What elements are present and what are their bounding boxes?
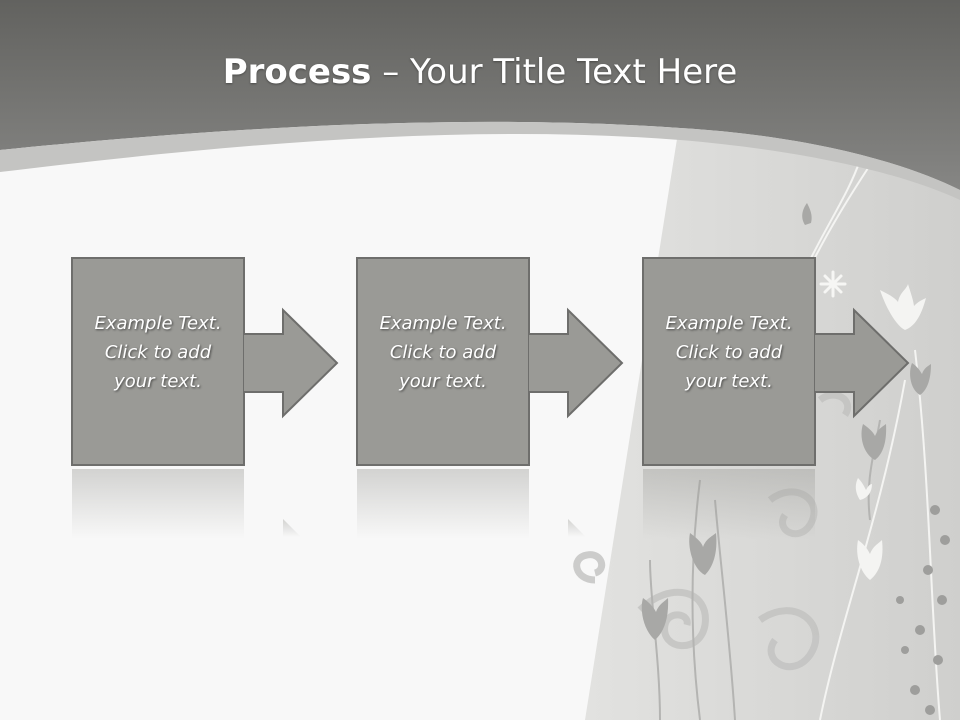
step-text-line: Example Text. bbox=[379, 313, 507, 334]
process-step-1[interactable]: Example Text. Click to add your text. bbox=[71, 257, 343, 467]
slide-title[interactable]: Process – Your Title Text Here bbox=[0, 52, 960, 92]
process-step-2[interactable]: Example Text. Click to add your text. bbox=[356, 257, 628, 467]
process-arrow-shape bbox=[642, 257, 910, 466]
step-text[interactable]: Example Text. Click to add your text. bbox=[646, 309, 812, 396]
title-rest: – Your Title Text Here bbox=[371, 52, 738, 92]
step-text[interactable]: Example Text. Click to add your text. bbox=[75, 309, 241, 396]
step-text-line: Click to add bbox=[675, 342, 783, 363]
step-text[interactable]: Example Text. Click to add your text. bbox=[360, 309, 526, 396]
process-arrow-shape bbox=[71, 257, 339, 466]
step-text-line: your text. bbox=[399, 371, 487, 392]
step-text-line: Example Text. bbox=[665, 313, 793, 334]
daisy-icon bbox=[819, 270, 847, 298]
process-step-3[interactable]: Example Text. Click to add your text. bbox=[642, 257, 914, 467]
process-arrow-shape bbox=[356, 257, 624, 466]
step-text-line: Example Text. bbox=[94, 313, 222, 334]
step-text-line: your text. bbox=[685, 371, 773, 392]
title-bold: Process bbox=[222, 52, 372, 92]
step-text-line: Click to add bbox=[389, 342, 497, 363]
step-text-line: your text. bbox=[114, 371, 202, 392]
header-band bbox=[0, 0, 960, 200]
step-text-line: Click to add bbox=[104, 342, 212, 363]
